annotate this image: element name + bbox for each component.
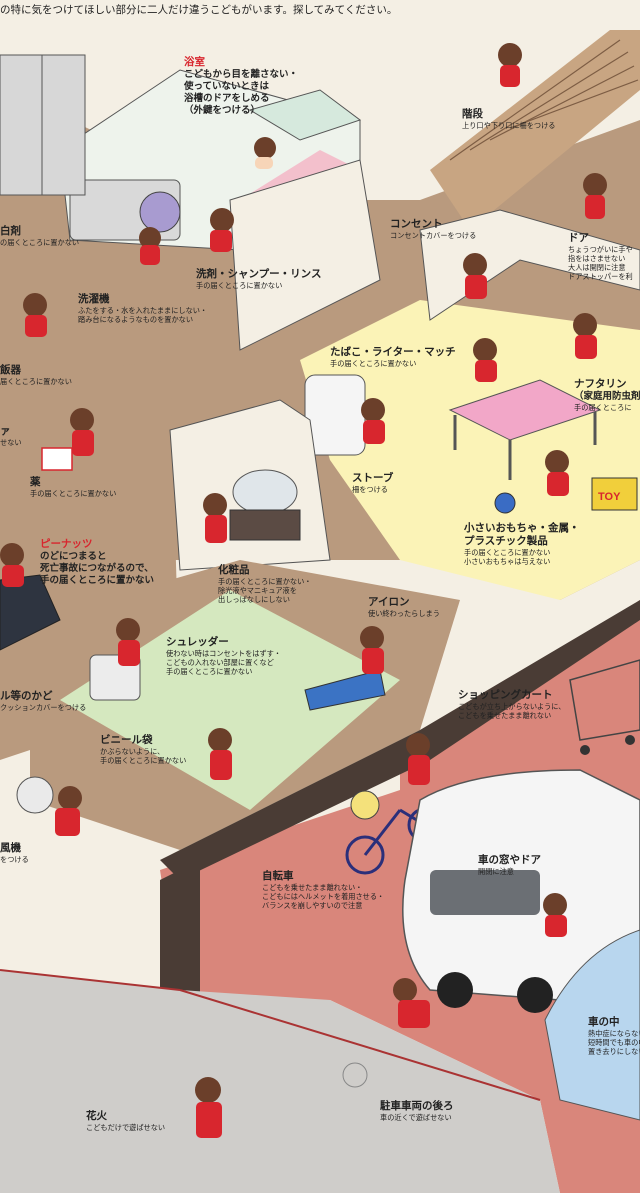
- label-basket: ル等のかど クッションカバーをつける: [0, 690, 87, 713]
- child-car-window: [543, 893, 567, 937]
- child-naphthalene: [573, 313, 597, 359]
- stove: [304, 374, 366, 456]
- child-outlet: [463, 253, 487, 299]
- label-medicine: 薬 手の届くところに置かない: [30, 476, 117, 499]
- child-tobacco: [473, 338, 497, 382]
- child-shredder: [116, 618, 140, 666]
- child-iron: [360, 626, 384, 674]
- child-figures: [0, 43, 607, 1138]
- label-washer: 洗濯機 ふたをする・水を入れたままにしない・ 踏み台になるようなものを置かない: [78, 293, 208, 325]
- child-fan: [55, 786, 82, 836]
- yellow-room-floor: [300, 300, 640, 600]
- child-stove: [361, 398, 385, 444]
- label-door: ドア ちょうつがいに手や 指をはさませない 大人は開閉に注意 ドアストッパーを利: [568, 232, 633, 282]
- child-stairs: [498, 43, 522, 87]
- helmet: [350, 790, 380, 820]
- child-detergent: [210, 208, 234, 252]
- pink-table: [448, 379, 602, 480]
- child-bicycle: [406, 733, 430, 785]
- label-iron: アイロン 使い終わったらしまう: [368, 596, 440, 619]
- label-fireworks: 花火 こどもだけで遊ばせない: [86, 1110, 166, 1133]
- label-tobacco: たばこ・ライター・マッチ 手の届くところに置かない: [330, 346, 456, 369]
- wall-partition: [229, 159, 381, 351]
- label-shredder: シュレッダー 使わない時はコンセントをはずす・ こどもの入れない部屋に置くなど …: [166, 636, 282, 677]
- pavement: [0, 970, 560, 1193]
- bath-title: 浴室: [184, 56, 205, 68]
- label-peanuts: ピーナッツ のどにつまると 死亡事故につながるので、 手の届くところに置かない: [40, 538, 155, 586]
- label-behind-car: 駐車車両の後ろ 車の近くで遊ばせない: [380, 1100, 454, 1123]
- medicine-box: [41, 447, 73, 471]
- shopping-cart: [569, 659, 640, 755]
- white-car: [402, 769, 640, 1013]
- vanity-mirror: [232, 469, 298, 515]
- child-cosmetics: [203, 493, 227, 543]
- label-toys: 小さいおもちゃ・金属・ プラスチック製品 手の届くところに置かない 小さいおもち…: [464, 522, 580, 567]
- electric-fan: [16, 776, 54, 814]
- label-rice: 飯器 届くところに置かない: [0, 364, 72, 387]
- label-cosmetics: 化粧品 手の届くところに置かない・ 除光液やマニキュア液を 出しっぱなしにしない: [218, 564, 312, 605]
- label-naphthalene: ナフタリン （家庭用防虫剤 手の届くところに: [574, 378, 640, 412]
- chalk-doodle: [342, 1062, 368, 1088]
- washer-door: [139, 191, 181, 233]
- label-bath: 浴室 こどもから目を離さない・ 使っていないときは 浴槽のドアをしめる （外鍵を…: [184, 56, 299, 116]
- wall-partition-2: [419, 209, 640, 321]
- brick-wall-lower: [160, 860, 200, 1000]
- label-car-window: 車の窓やドア 開閉に注意: [478, 854, 541, 877]
- label-bicycle: 自転車 こどもを乗せたまま離れない・ こどもにはヘルメットを着用させる・ バラン…: [262, 870, 385, 911]
- label-in-car: 車の中 熱中症にならないよ 短時間でも車の中に 置き去りにしない: [588, 1016, 640, 1057]
- toy-box: [591, 477, 638, 511]
- vanity-desk: [229, 509, 301, 541]
- child-medicine: [70, 408, 94, 456]
- label-cart: ショッピングカート こどもが立ち上がらないように、 こどもを乗せたまま離れない: [458, 689, 566, 721]
- label-stove: ストーブ 柵をつける: [352, 472, 394, 495]
- sofa: [0, 574, 61, 651]
- child-door: [583, 173, 607, 219]
- label-detergent: 洗剤・シャンプー・リンス 手の届くところに置かない: [196, 268, 322, 291]
- bath-tub: [248, 89, 362, 141]
- green-rug: [60, 590, 400, 810]
- child-bath: [254, 137, 276, 169]
- label-bag: ビニール袋 かぶらないように、 手の届くところに置かない: [100, 734, 187, 766]
- intro-text: の特に気をつけてほしい部分に二人だけ違うこどもがいます。探してみてください。: [0, 4, 398, 16]
- label-stairs: 階段 上り口や下り口に柵をつける: [462, 108, 556, 131]
- label-outlet: コンセント コンセントカバーをつける: [390, 218, 477, 241]
- blue-car: [544, 929, 640, 1121]
- beach-ball: [494, 492, 516, 514]
- label-left-small: ァ せない: [0, 425, 22, 448]
- label-bleach: 白剤 の届くところに置かない: [0, 225, 80, 248]
- child-fireworks: [195, 1077, 222, 1138]
- brick-wall: [160, 600, 640, 880]
- child-washer: [139, 227, 161, 265]
- shredder: [89, 654, 141, 701]
- ironing-board: [304, 669, 386, 711]
- label-fan: 風機 をつける: [0, 842, 29, 865]
- child-toys: [545, 450, 569, 496]
- toy-box-text: TOY: [598, 491, 621, 503]
- child-peanuts: [0, 543, 24, 587]
- garage-floor: [160, 600, 640, 1193]
- child-behind-car: [393, 978, 430, 1028]
- staircase: [430, 30, 640, 230]
- child-rice: [23, 293, 47, 337]
- child-bag: [208, 728, 232, 780]
